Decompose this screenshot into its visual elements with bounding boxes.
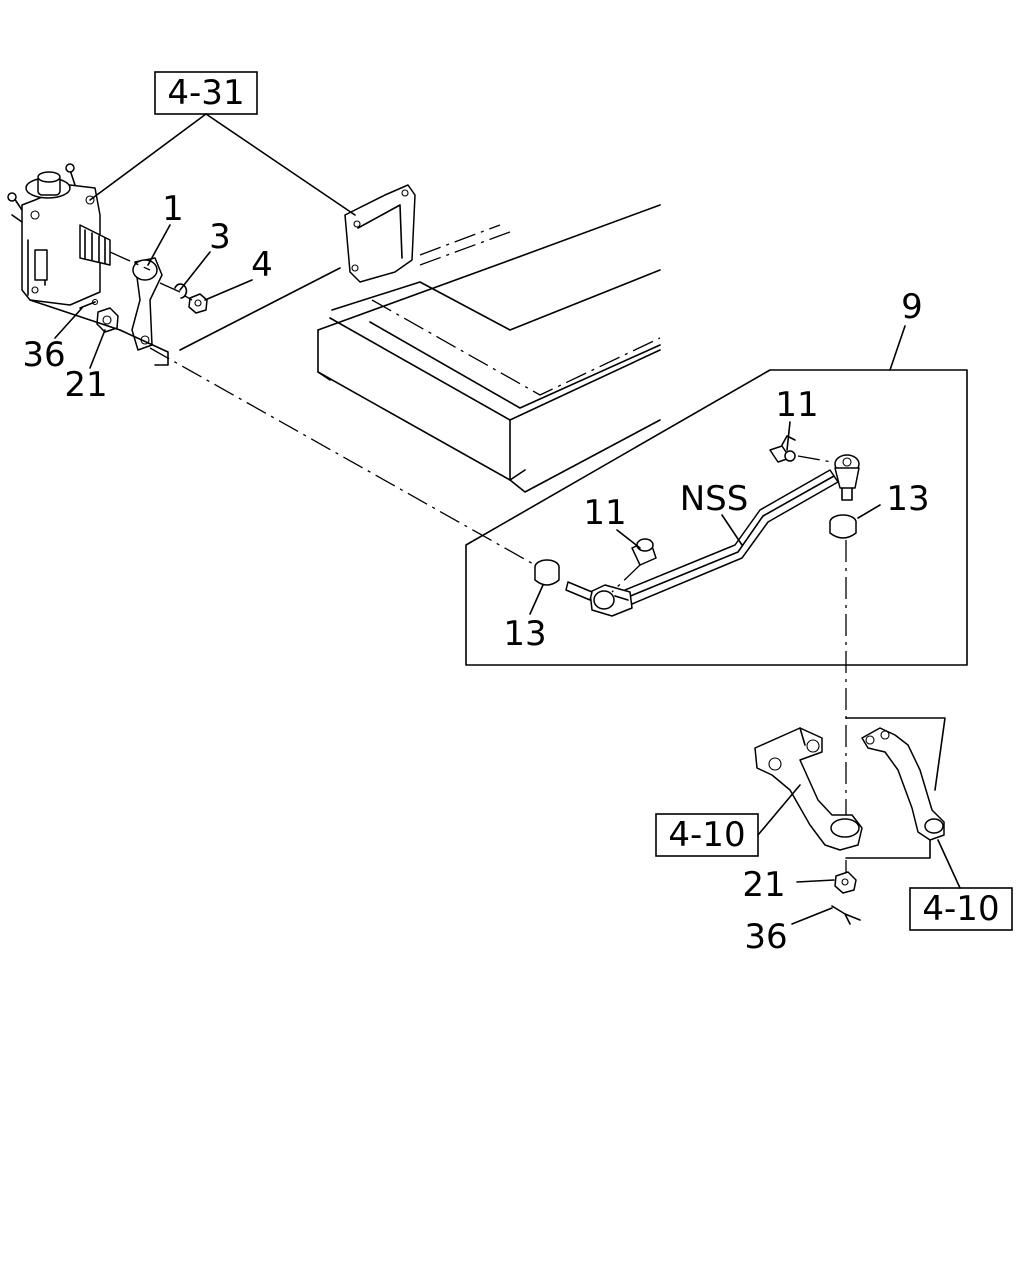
label-part-36-upper: 36 bbox=[22, 335, 65, 375]
label-part-1: 1 bbox=[162, 189, 184, 229]
reference-box-4-31: 4-31 bbox=[89, 71, 356, 216]
label-part-4: 4 bbox=[251, 245, 273, 285]
nut-part-4 bbox=[188, 293, 208, 314]
clip-part-3 bbox=[174, 283, 188, 299]
label-part-9: 9 bbox=[901, 287, 923, 327]
label-part-3: 3 bbox=[209, 217, 231, 257]
frame-bracket bbox=[344, 184, 416, 283]
dust-boot-upper bbox=[829, 514, 857, 539]
reference-label-4-10-right: 4-10 bbox=[922, 889, 999, 929]
ball-joint-left bbox=[565, 581, 633, 617]
reference-label-4-31: 4-31 bbox=[167, 73, 244, 113]
pitman-arm bbox=[131, 257, 163, 351]
grease-fitting-upper bbox=[769, 435, 833, 463]
nut-part-21-lower bbox=[834, 871, 857, 894]
reference-box-4-10-left: 4-10 bbox=[655, 784, 801, 857]
dust-boot-lower bbox=[534, 559, 560, 586]
label-part-13-lower: 13 bbox=[503, 614, 546, 654]
steering-gear-box bbox=[7, 163, 111, 306]
label-part-13-upper: 13 bbox=[886, 479, 929, 519]
label-part-21-lower: 21 bbox=[742, 865, 785, 905]
ball-joint-right bbox=[834, 454, 860, 501]
reference-box-4-10-right: 4-10 bbox=[909, 839, 1013, 931]
steering-arm-left bbox=[754, 727, 863, 851]
steering-arm-right bbox=[861, 727, 945, 841]
label-part-36-lower: 36 bbox=[744, 917, 787, 957]
label-part-11-lower: 11 bbox=[583, 493, 626, 533]
chassis-frame bbox=[317, 204, 661, 493]
pin-part-36-upper bbox=[79, 298, 99, 309]
drag-link-assembly-box: 9 bbox=[465, 287, 968, 666]
nut-part-21-upper bbox=[96, 307, 119, 333]
pin-part-36-lower bbox=[831, 905, 861, 925]
label-part-21-upper: 21 bbox=[64, 365, 107, 405]
label-part-11-upper: 11 bbox=[775, 385, 818, 425]
label-nss: NSS bbox=[680, 479, 749, 519]
reference-label-4-10-left: 4-10 bbox=[668, 815, 745, 855]
